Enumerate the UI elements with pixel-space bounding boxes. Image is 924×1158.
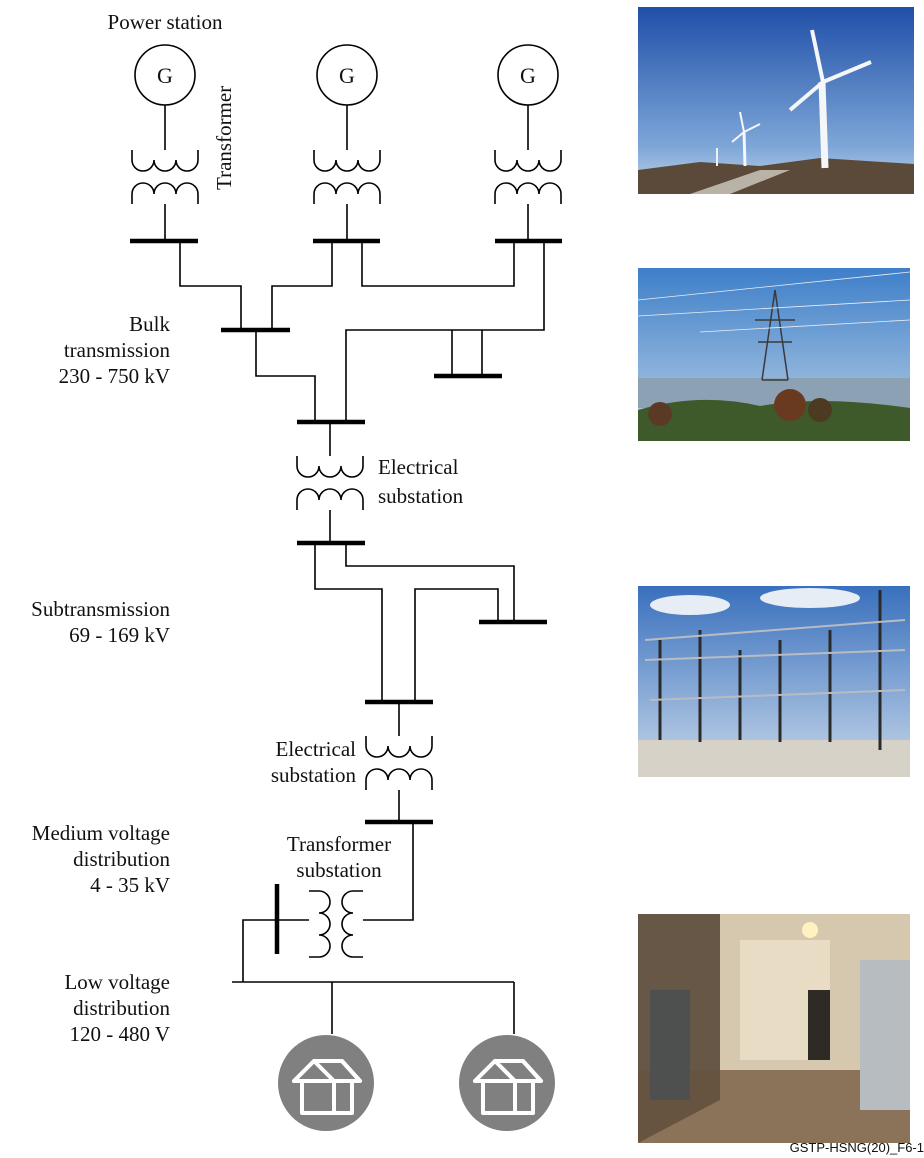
transformer-symbol-3 bbox=[494, 149, 562, 205]
generator-2: G bbox=[316, 44, 378, 106]
line-sub1-to-branch bbox=[345, 543, 515, 622]
wind-turbines-photo bbox=[638, 7, 914, 194]
transformer-label: Transformer bbox=[212, 86, 236, 190]
electrical-substation-1-line2: substation bbox=[378, 484, 464, 508]
medium-voltage-range: 4 - 35 kV bbox=[90, 873, 170, 897]
house-icon bbox=[457, 1033, 557, 1133]
transformer-substation-line1: Transformer bbox=[287, 832, 391, 856]
electrical-substation-photo bbox=[638, 586, 910, 777]
line-g2-to-bulk bbox=[271, 241, 333, 330]
generator-2-letter: G bbox=[339, 63, 355, 88]
medium-voltage-label-line2: distribution bbox=[73, 847, 170, 871]
electrical-substation-2-line1: Electrical bbox=[276, 737, 357, 761]
power-station-label: Power station bbox=[108, 10, 223, 34]
low-voltage-range: 120 - 480 V bbox=[69, 1022, 170, 1046]
subtransmission-label: Subtransmission bbox=[31, 597, 170, 621]
bulk-transmission-label-line2: transmission bbox=[64, 338, 171, 362]
transformer-room-photo bbox=[638, 914, 910, 1143]
medium-voltage-label-line1: Medium voltage bbox=[32, 821, 170, 845]
generator-3: G bbox=[497, 44, 559, 106]
generator-3-letter: G bbox=[520, 63, 536, 88]
line-sub1-to-sub2-left bbox=[314, 543, 383, 702]
electrical-substation-2-line2: substation bbox=[271, 763, 357, 787]
bulk-transmission-voltage: 230 - 750 kV bbox=[59, 364, 170, 388]
line-g3-to-substation bbox=[345, 241, 545, 422]
line-g1-to-bulk bbox=[179, 241, 242, 330]
transmission-tower-photo bbox=[637, 268, 911, 441]
low-voltage-label-line1: Low voltage bbox=[64, 970, 170, 994]
transformer-symbol-distribution bbox=[308, 890, 364, 958]
house-icon bbox=[276, 1033, 376, 1133]
low-voltage-label-line2: distribution bbox=[73, 996, 170, 1020]
generator-1-letter: G bbox=[157, 63, 173, 88]
bulk-transmission-label-line1: Bulk bbox=[129, 312, 170, 336]
line-medium-to-xfmr bbox=[363, 822, 414, 921]
transformer-symbol-substation-2 bbox=[365, 735, 433, 791]
electrical-substation-1-line1: Electrical bbox=[378, 455, 459, 479]
line-to-low-voltage bbox=[242, 919, 277, 982]
transformer-symbol-substation-1 bbox=[296, 455, 364, 511]
subtransmission-voltage: 69 - 169 kV bbox=[69, 623, 170, 647]
transformer-symbol-1 bbox=[131, 149, 199, 205]
figure-id: GSTP-HSNG(20)_F6-1 bbox=[790, 1140, 924, 1155]
line-bulk-to-substation bbox=[255, 330, 316, 422]
transformer-symbol-2 bbox=[313, 149, 381, 205]
generator-1: G bbox=[134, 44, 196, 106]
line-branch-to-sub2 bbox=[414, 588, 499, 702]
transformer-substation-line2: substation bbox=[296, 858, 382, 882]
line-g2-to-g3 bbox=[361, 241, 515, 287]
